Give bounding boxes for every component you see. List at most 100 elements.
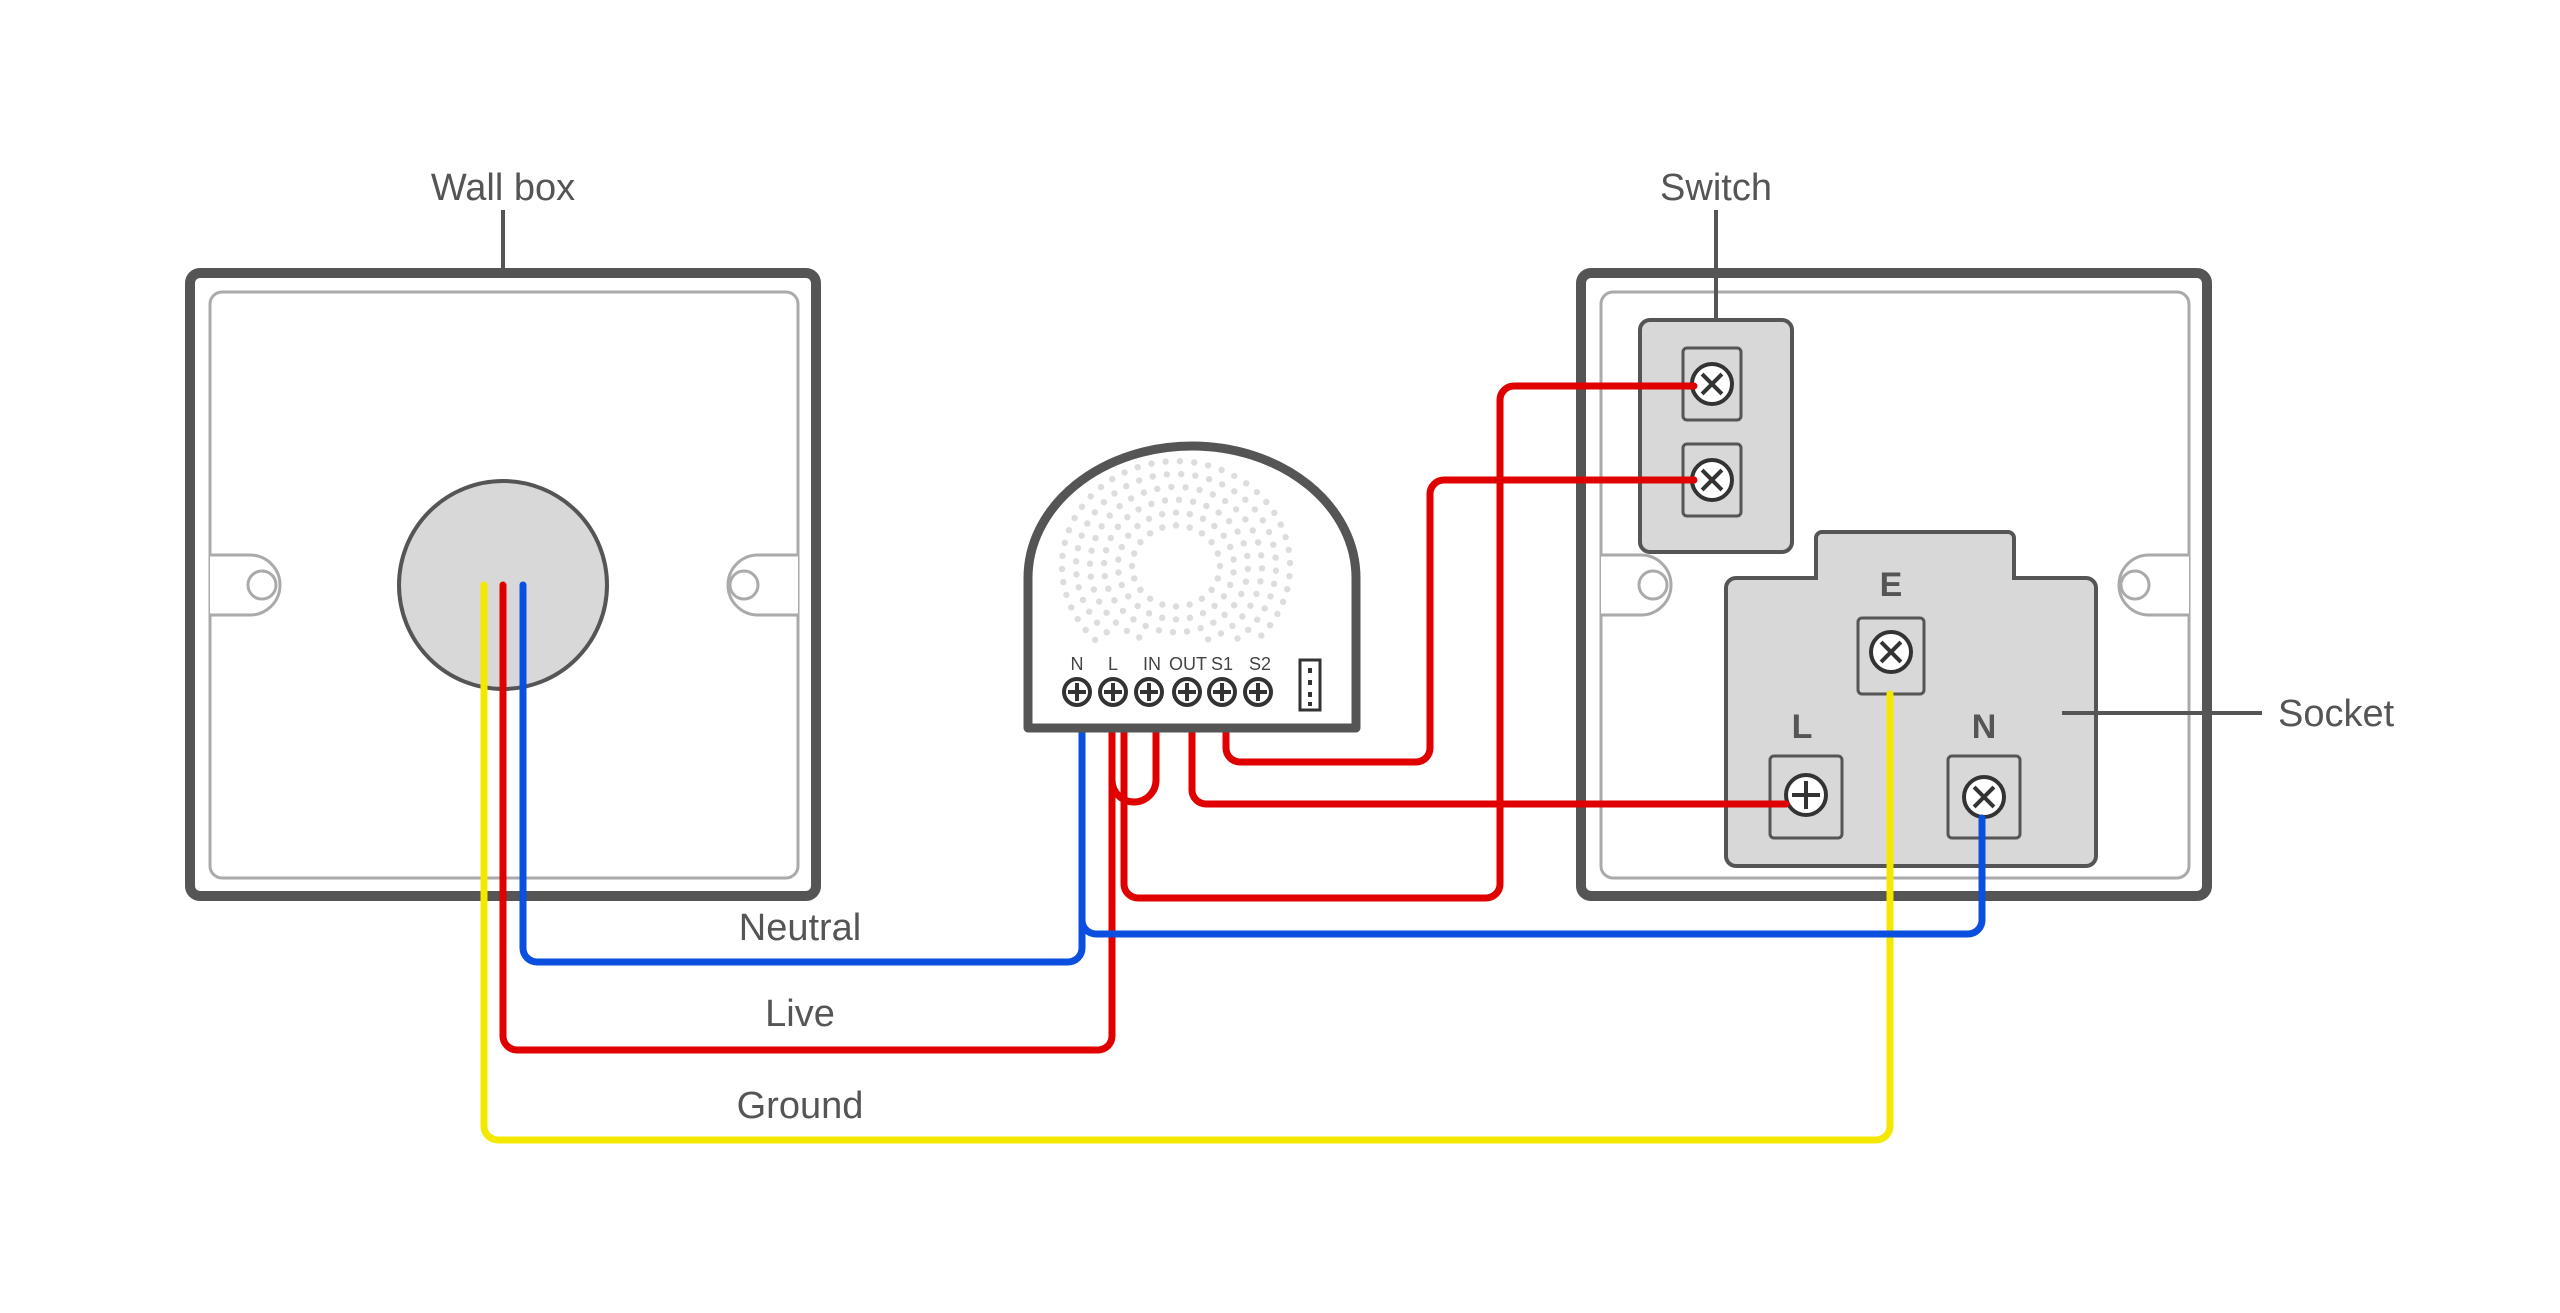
grille-dot (1093, 619, 1101, 626)
grille-dot (1074, 615, 1081, 623)
grille-dot (1172, 522, 1180, 529)
grille-dot (1251, 506, 1259, 513)
terminal-label-in: IN (1143, 654, 1161, 674)
switch-terminal-1 (1690, 362, 1734, 406)
grille-dot (1155, 627, 1163, 634)
grille-dot (1186, 524, 1193, 531)
grille-dot (1087, 493, 1094, 500)
grille-dot (1197, 625, 1204, 632)
switch-terminal-2 (1690, 458, 1734, 502)
grille-dot (1172, 616, 1180, 623)
grille-dot (1198, 530, 1206, 537)
grille-dot (1242, 578, 1250, 585)
grille-dot (1261, 605, 1268, 612)
grille-dot (1220, 532, 1227, 539)
grille-dot (1091, 636, 1099, 644)
grille-dot (1238, 590, 1245, 598)
grille-dot (1158, 511, 1166, 518)
grille-dot (1127, 495, 1135, 502)
grille-dot (1175, 496, 1183, 503)
grille-dot (1135, 506, 1142, 513)
relay-module: N L IN OUT S1 S2 (1023, 441, 1361, 733)
grille-dot (1097, 483, 1105, 491)
grille-dot (1112, 619, 1120, 626)
grille-dot (1125, 532, 1132, 539)
grille-dot (1136, 634, 1143, 641)
grille-dot (1060, 578, 1067, 586)
grille-dot (1146, 530, 1154, 537)
grille-dot (1092, 534, 1099, 542)
grille-dot (1186, 614, 1194, 621)
grille-dot (1100, 499, 1108, 506)
grille-dot (1169, 629, 1177, 636)
grille-dot (1176, 458, 1184, 465)
grille-dot (1101, 572, 1109, 580)
grille-dot (1258, 632, 1265, 639)
terminal-label-out: OUT (1169, 654, 1207, 674)
grille-dot (1111, 597, 1118, 604)
grille-dot (1105, 585, 1112, 592)
grille-dot (1145, 515, 1153, 522)
grille-dot (1243, 480, 1250, 487)
out-socket-wire (1188, 722, 1790, 808)
grille-dot (1065, 527, 1073, 534)
ground-label: Ground (737, 1085, 864, 1127)
grille-dot (1210, 619, 1217, 626)
connector-port (1298, 658, 1322, 712)
grille-dot (1163, 471, 1171, 478)
grille-dot (1128, 562, 1136, 570)
grille-dot (1239, 613, 1246, 620)
socket-neutral-label: N (1972, 708, 1997, 746)
live-wire (499, 581, 1116, 1054)
grille-dot (1115, 569, 1122, 576)
live-label: Live (765, 993, 835, 1035)
grille-dot (1148, 500, 1155, 507)
grille-dot (1272, 567, 1280, 574)
grille-dot (1072, 558, 1080, 565)
grille-dot (1282, 533, 1289, 541)
grille-dot (1106, 512, 1113, 519)
grille-dot (1272, 554, 1279, 561)
grille-dot (1096, 598, 1103, 605)
grille-dot (1149, 473, 1157, 480)
grille-dot (1162, 458, 1169, 465)
terminal-label-l: L (1108, 654, 1118, 674)
wall-box-label: Wall box (431, 167, 575, 209)
grille-dot (1121, 469, 1128, 476)
grille-dot (1242, 496, 1249, 503)
grille-dot (1266, 622, 1274, 629)
grille-dot (1183, 628, 1191, 635)
grille-dot (1227, 581, 1234, 589)
terminal-label-s1: S1 (1211, 654, 1233, 674)
grille-dot (1204, 462, 1212, 469)
grille-dot (1230, 569, 1237, 576)
grille-dot (1205, 476, 1213, 483)
grille-dot (1192, 472, 1199, 479)
grille-dot (1137, 539, 1144, 546)
grille-dot (1086, 608, 1093, 615)
s1-switch-wire (1222, 476, 1698, 766)
grille-dot (1265, 528, 1273, 536)
grille-dot (1125, 593, 1132, 600)
module-terminal-l (1098, 677, 1128, 707)
grille-dot (1130, 616, 1137, 623)
grille-dot (1115, 556, 1122, 563)
grille-dot (1254, 616, 1261, 623)
grille-dot (1123, 482, 1130, 490)
grille-dot (1148, 460, 1155, 467)
grille-dot (1161, 497, 1169, 504)
socket-earth-terminal (1869, 630, 1913, 674)
grille-dot (1074, 545, 1082, 552)
grille-dot (1145, 610, 1153, 617)
grille-dot (1219, 481, 1226, 488)
grille-dot (1259, 517, 1267, 524)
grille-dot (1075, 584, 1082, 591)
grille-dot (1218, 466, 1225, 474)
grille-dot (1286, 573, 1293, 580)
grille-dot (1172, 603, 1180, 610)
grille-dot (1061, 539, 1069, 546)
grille-dot (1119, 607, 1127, 614)
grille-dot (1142, 622, 1149, 630)
